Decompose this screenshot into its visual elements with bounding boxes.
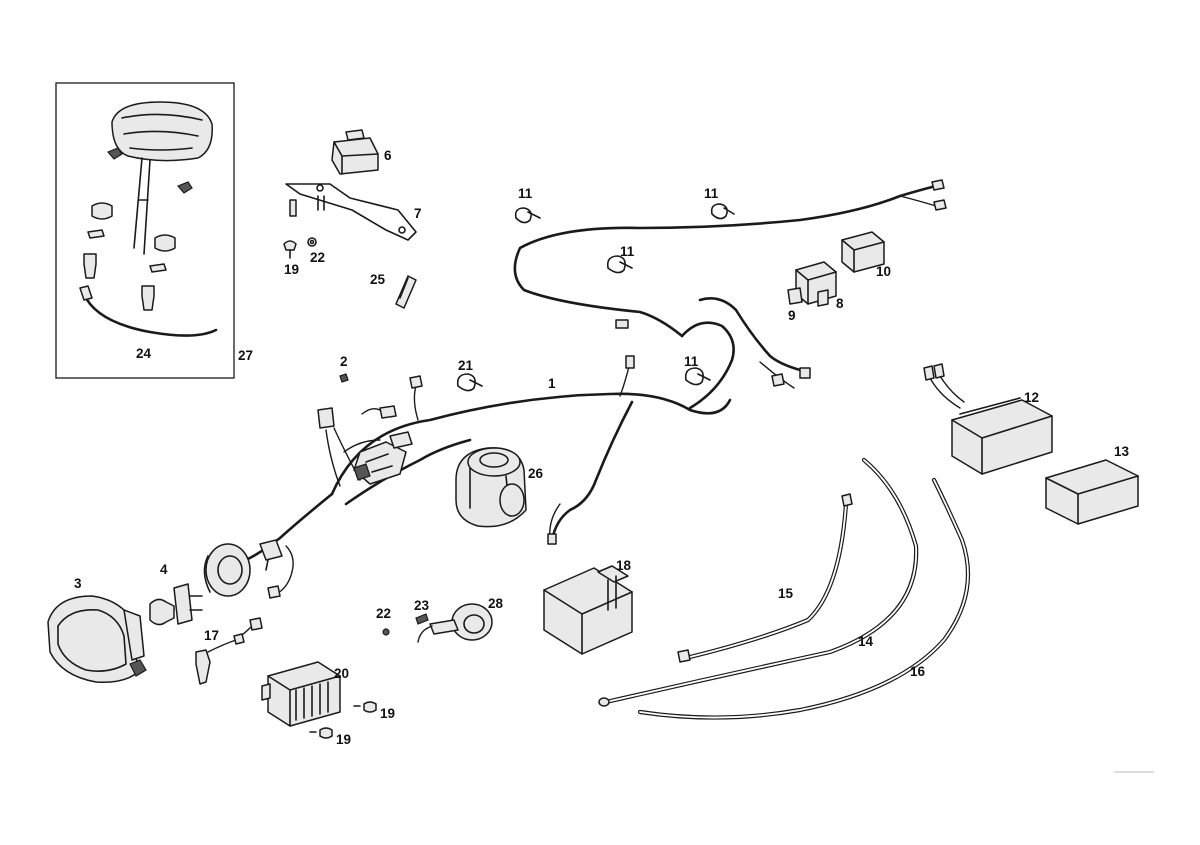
callout-22b: 22	[376, 606, 391, 621]
headlight-3	[47, 595, 147, 684]
control-box-13	[1045, 459, 1139, 525]
plug-2	[339, 373, 349, 383]
callout-2: 2	[340, 354, 348, 369]
callout-labels: 1 2 3 4 6 7 8 9 10 11 11 11 11 12 13 14 …	[74, 148, 1130, 747]
callout-19b: 19	[380, 706, 395, 721]
callout-27: 27	[238, 348, 253, 363]
callout-24: 24	[136, 346, 152, 361]
screw-19-a	[353, 701, 377, 713]
main-wiring-harness	[244, 179, 947, 599]
callout-9: 9	[788, 308, 796, 323]
wire-clip-11d	[684, 367, 711, 386]
voltage-regulator-20	[261, 661, 341, 727]
bracket-7	[285, 183, 417, 241]
headlight-bulb-4	[149, 583, 203, 626]
callout-17: 17	[204, 628, 219, 643]
bracket-23	[415, 613, 429, 625]
wire-clip-21	[456, 373, 483, 392]
callout-11c: 11	[620, 244, 635, 259]
relay-box-6	[331, 129, 379, 175]
wire-clip-11b	[710, 203, 735, 220]
sensor-lead-17	[195, 617, 263, 685]
callout-8: 8	[836, 296, 844, 311]
wire-clip-11c	[606, 255, 633, 274]
callout-16: 16	[910, 664, 926, 679]
cable-14	[598, 457, 919, 707]
bulb-holder-ring	[203, 543, 251, 597]
relay-10	[841, 231, 885, 273]
wire-clip-11a	[514, 207, 541, 224]
callout-11b: 11	[704, 186, 719, 201]
battery-18	[543, 565, 633, 655]
callout-18: 18	[616, 558, 632, 573]
callout-4: 4	[160, 562, 168, 577]
ignition-switch-26	[455, 447, 527, 528]
instrument-cluster-frame	[55, 82, 235, 379]
callout-20: 20	[334, 666, 349, 681]
callout-19a: 19	[284, 262, 299, 277]
nut-22	[382, 628, 390, 636]
cable-16	[637, 477, 971, 720]
callout-15: 15	[778, 586, 794, 601]
callout-21: 21	[458, 358, 474, 373]
callout-10: 10	[876, 264, 891, 279]
callout-28: 28	[488, 596, 504, 611]
screw-and-washer-19-22	[283, 237, 317, 259]
fuse-25	[395, 275, 417, 309]
instrument-cluster	[83, 101, 213, 311]
callout-13: 13	[1114, 444, 1130, 459]
control-unit-12	[923, 363, 1053, 475]
speed-sensor-cable	[79, 285, 218, 337]
relay-8	[795, 261, 837, 307]
horn-28	[417, 603, 493, 643]
battery-cable-15	[677, 493, 853, 663]
callout-1: 1	[548, 376, 556, 391]
callout-7: 7	[414, 206, 422, 221]
callout-25: 25	[370, 272, 386, 287]
screw-19-b	[309, 727, 333, 739]
callout-11d: 11	[684, 354, 699, 369]
callout-3: 3	[74, 576, 82, 591]
callout-12: 12	[1024, 390, 1039, 405]
relay-9	[787, 287, 803, 305]
callout-6: 6	[384, 148, 392, 163]
callout-11a: 11	[518, 186, 533, 201]
callout-26: 26	[528, 466, 544, 481]
callout-19c: 19	[336, 732, 351, 747]
callout-22a: 22	[310, 250, 325, 265]
callout-14: 14	[858, 634, 874, 649]
callout-23: 23	[414, 598, 430, 613]
